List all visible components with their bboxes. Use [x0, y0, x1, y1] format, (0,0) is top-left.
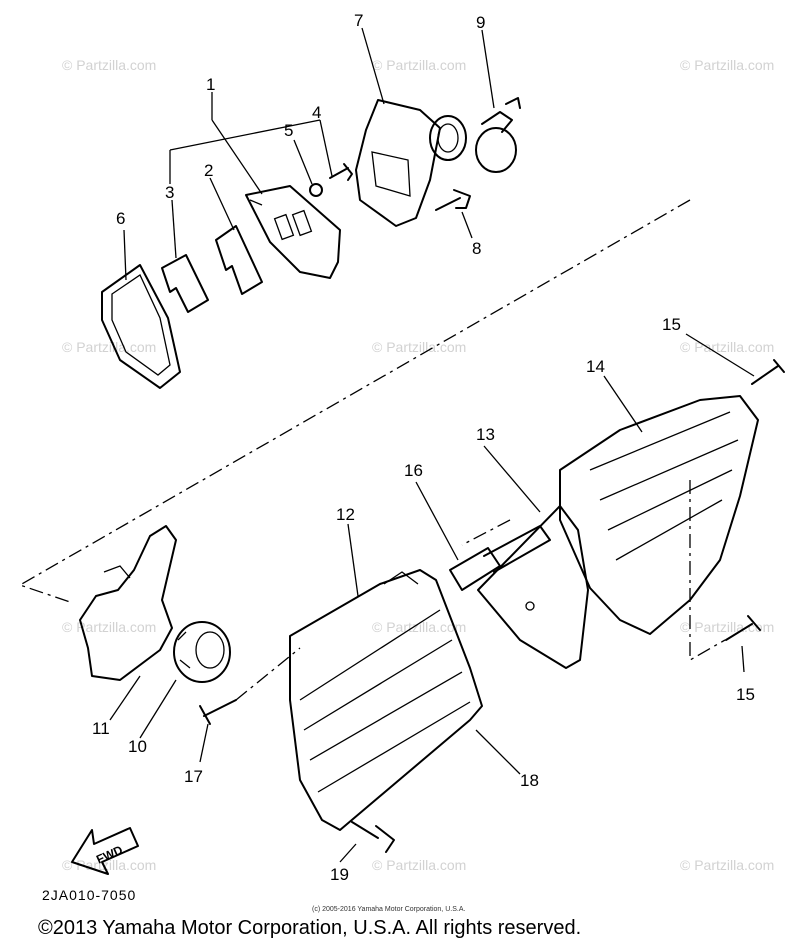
callout-10: 10: [128, 737, 147, 756]
clamp-9: [475, 97, 521, 173]
screw-17: [199, 699, 237, 725]
screw-15-upper: [751, 359, 785, 385]
muffler-case-12: [289, 569, 483, 831]
washer-5: [309, 183, 323, 197]
watermark: © Partzilla.com: [62, 857, 156, 873]
callout-13: 13: [476, 425, 495, 444]
reed-valve-1: [245, 185, 341, 279]
callout-8: 8: [472, 239, 481, 258]
watermark: © Partzilla.com: [372, 57, 466, 73]
copyright-notice: ©2013 Yamaha Motor Corporation, U.S.A. A…: [38, 917, 582, 939]
callout-11: 11: [92, 719, 110, 738]
reed-3: [161, 254, 209, 313]
diagram-code: 2JA010-7050: [42, 887, 136, 903]
assembly-line-upper: [18, 199, 691, 603]
leader-lines: [109, 27, 755, 863]
watermark: © Partzilla.com: [372, 857, 466, 873]
callout-12: 12: [336, 505, 355, 524]
watermark: © Partzilla.com: [680, 857, 774, 873]
bolt-19: [351, 821, 395, 853]
callout-5: 5: [284, 121, 293, 140]
callout-labels: 1 2 3 4 5 6 7 8 9 10 11 12 13 14 15 15 1…: [92, 11, 755, 884]
callout-15-upper: 15: [662, 315, 681, 334]
callout-9: 9: [476, 13, 485, 32]
watermark: © Partzilla.com: [372, 619, 466, 635]
callout-14: 14: [586, 357, 605, 376]
small-copyright: (c) 2005-2016 Yamaha Motor Corporation, …: [312, 906, 465, 913]
assembly-line-17: [235, 647, 301, 701]
callout-2: 2: [204, 161, 213, 180]
callout-18: 18: [520, 771, 539, 790]
seal-10: [173, 621, 231, 683]
stopper-2: [215, 225, 263, 295]
assembly-line-13: [461, 519, 511, 546]
callout-17: 17: [184, 767, 203, 786]
callout-19: 19: [330, 865, 349, 884]
callout-4: 4: [312, 103, 321, 122]
intake-manifold-7: [355, 99, 467, 227]
screw-15-lower: [725, 615, 761, 641]
watermark: © Partzilla.com: [680, 339, 774, 355]
gasket-6: [101, 264, 181, 389]
bolt-8: [435, 189, 471, 211]
valve-16: [449, 547, 501, 591]
callout-16: 16: [404, 461, 423, 480]
screw-4: [329, 163, 353, 181]
watermark: © Partzilla.com: [680, 57, 774, 73]
callout-15-lower: 15: [736, 685, 755, 704]
watermark-layer: © Partzilla.com © Partzilla.com © Partzi…: [62, 57, 774, 873]
muffler-case-14: [559, 395, 759, 635]
callout-3: 3: [165, 183, 174, 202]
callout-1: 1: [206, 75, 215, 94]
callout-7: 7: [354, 11, 363, 30]
pipe-plate-13: [477, 505, 589, 669]
callout-6: 6: [116, 209, 125, 228]
watermark: © Partzilla.com: [62, 619, 156, 635]
elbow-11: [79, 525, 177, 681]
assembly-line-right: [689, 480, 726, 662]
watermark: © Partzilla.com: [680, 619, 774, 635]
watermark: © Partzilla.com: [372, 339, 466, 355]
watermark: © Partzilla.com: [62, 339, 156, 355]
watermark: © Partzilla.com: [62, 57, 156, 73]
